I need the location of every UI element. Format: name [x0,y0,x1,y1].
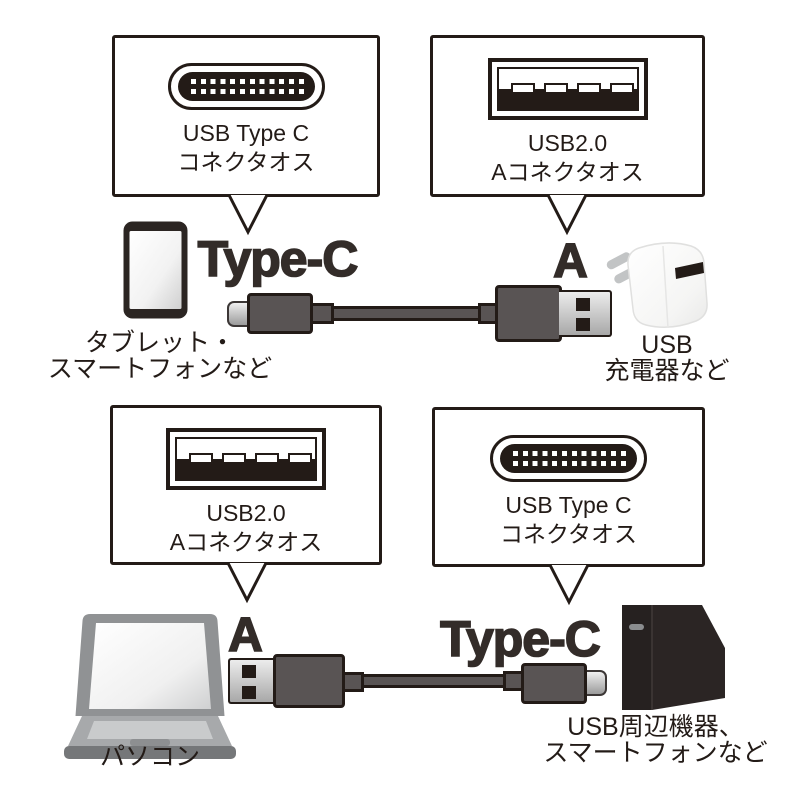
tablet-label: タブレット・ スマートフォンなど [47,329,273,383]
pc-label: パソコン [99,743,200,771]
laptop-illustration [64,614,236,759]
callout-line1: USB Type C [182,120,310,146]
callout-line1: USB2.0 [206,500,286,526]
peripheral-label: USB周辺機器、 スマートフォンなど [543,713,768,767]
callout-tail [226,562,268,604]
callout-line2: Aコネクタオス [491,159,644,185]
peripheral-device-illustration [622,605,725,710]
callout-tail [227,194,269,236]
callout-line2: コネクタオス [499,521,638,547]
usb-c-plug-body [521,663,587,704]
usb-a-contact [576,318,590,331]
usb-a-contact [242,665,256,678]
callout-usb-type-c-bottom: USB Type C コネクタオス [432,407,705,567]
plug-strain-relief [310,303,334,324]
callout-usb-a-top: USB2.0 Aコネクタオス [430,35,705,197]
usb-type-c-connector-icon [490,435,647,482]
usb-c-plug-body [247,293,313,334]
usb-a-contact [576,298,590,311]
usb-charger-illustration [606,242,708,329]
connector-letter-type-c-bottom: Type-C [439,610,601,668]
callout-usb-type-c-top: USB Type C コネクタオス [112,35,380,197]
callout-line2: Aコネクタオス [169,529,323,555]
connector-letter-a-top: A [552,234,588,289]
callout-usb-a-bottom: USB2.0 Aコネクタオス [110,405,382,565]
usb-type-c-connector-icon [167,63,325,110]
connector-letter-type-c-top: Type-C [197,230,359,288]
usb-a-connector-icon [166,428,326,490]
callout-line1: USB2.0 [527,130,608,156]
usb-c-plug-tip [584,670,607,696]
callout-label: USB2.0 Aコネクタオス [491,129,643,187]
usb-a-plug-body [273,654,345,708]
charger-label: USB 充電器など [604,331,730,385]
cable-wire [330,306,486,321]
callout-line2: コネクタオス [177,149,315,175]
callout-line1: USB Type C [505,492,632,518]
plug-strain-relief [342,672,364,692]
smartphone-illustration [123,221,188,319]
usb-c-plug-tip [227,301,250,327]
usb-a-plug-body [495,285,562,342]
callout-label: USB Type C コネクタオス [177,119,314,177]
callout-label: USB2.0 Aコネクタオス [170,499,322,557]
usb-a-contact [242,686,256,699]
cable-wire [358,674,508,688]
usb-a-connector-icon [487,58,648,120]
callout-label: USB Type C コネクタオス [500,491,637,549]
connector-letter-a-bottom: A [227,608,263,663]
callout-tail [548,564,590,606]
callout-tail [546,194,588,236]
